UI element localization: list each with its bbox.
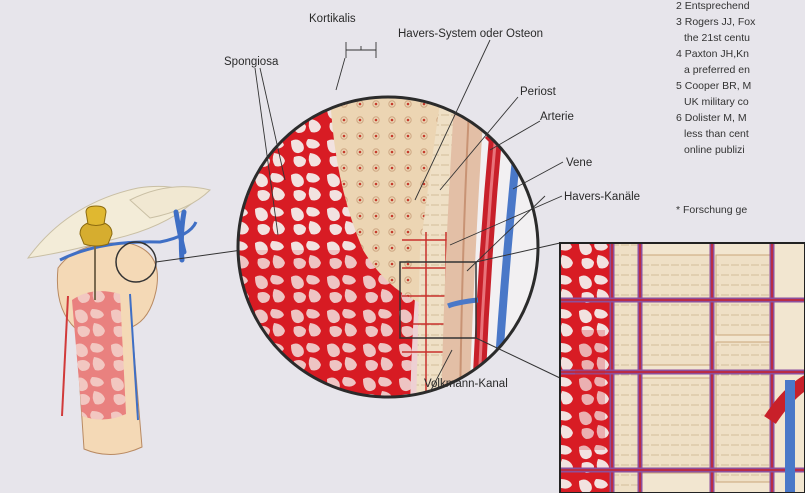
- inset-detail: [560, 243, 805, 493]
- label-periost: Periost: [520, 85, 556, 99]
- label-kortikalis: Kortikalis: [309, 12, 356, 26]
- label-volkmann-kanal: Volkmann-Kanal: [424, 377, 508, 391]
- reference-line: 4 Paxton JH,Kn: [676, 46, 805, 62]
- label-vene: Vene: [566, 156, 592, 170]
- reference-line: the 21st centu: [676, 30, 805, 46]
- magnified-bone-section: [230, 90, 550, 412]
- reference-line: 3 Rogers JJ, Fox: [676, 14, 805, 30]
- label-spongiosa: Spongiosa: [224, 55, 278, 69]
- reference-line: less than cent: [676, 126, 805, 142]
- label-havers-kanaele: Havers-Kanäle: [564, 190, 640, 204]
- reference-line: a preferred en: [676, 62, 805, 78]
- reference-line: 2 Entsprechend: [676, 0, 805, 14]
- humerus-illustration: [28, 186, 242, 454]
- reference-line: 6 Dolister M, M: [676, 110, 805, 126]
- reference-line: 5 Cooper BR, M: [676, 78, 805, 94]
- reference-line: UK military co: [676, 94, 805, 110]
- footnote: * Forschung ge: [676, 204, 747, 216]
- label-havers-system: Havers-System oder Osteon: [398, 27, 543, 41]
- label-arterie: Arterie: [540, 110, 574, 124]
- reference-line: online publizi: [676, 142, 805, 158]
